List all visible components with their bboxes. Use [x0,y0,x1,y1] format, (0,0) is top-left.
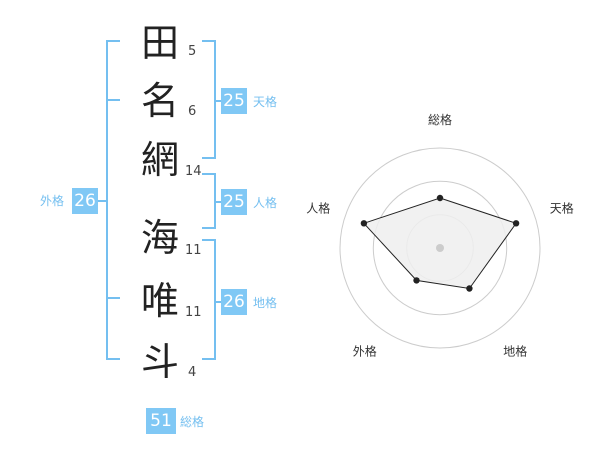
stroke-count-5: 11 [185,305,202,320]
soukaku-badge: 51 [146,408,176,434]
gaikaku-connector [96,200,106,202]
radar-axis-label-4: 外格 [353,344,377,359]
stroke-count-3: 14 [185,164,202,179]
radar-point-5 [360,220,368,227]
stroke-count-1: 5 [188,44,197,59]
name-char-2: 名 [140,79,179,123]
radar-area [363,197,517,290]
tenkaku-bracket [202,40,216,159]
radar-axis-label-1: 総格 [428,112,452,127]
radar-axis-label-3: 地格 [503,344,527,359]
gaikaku-badge: 26 [72,188,98,214]
name-char-6: 斗 [140,340,179,384]
radar-point-4 [413,277,420,284]
gaikaku-label: 外格 [40,194,65,208]
radar-point-1 [436,194,444,202]
radar-ring-3 [339,147,541,349]
stroke-count-6: 4 [188,365,197,380]
tenkaku-label: 天格 [253,95,278,109]
radar-point-3 [466,285,473,292]
stroke-count-2: 6 [188,104,197,119]
radar-axis-label-2: 天格 [550,200,574,215]
gaikaku-bracket [106,40,120,360]
jinkaku-badge: 25 [221,189,247,215]
radar-axis-label-5: 人格 [306,200,330,215]
name-char-5: 唯 [140,279,179,323]
radar-center-dot [436,244,444,252]
name-char-4: 海 [140,216,179,260]
jinkaku-bracket [202,173,216,229]
chikaku-connector [216,301,222,303]
radar-ring-2 [372,180,508,316]
gaikaku-bracket-tick-bottom [106,297,120,299]
jinkaku-connector [216,201,222,203]
jinkaku-label: 人格 [253,196,278,210]
tenkaku-badge: 25 [221,88,247,114]
chikaku-label: 地格 [253,296,278,310]
chikaku-badge: 26 [221,289,247,315]
tenkaku-connector [216,100,222,102]
gaikaku-bracket-tick-top [106,99,120,101]
name-char-1: 田 [140,21,179,65]
name-char-3: 網 [140,138,179,182]
soukaku-label: 総格 [180,415,205,429]
chikaku-bracket [202,239,216,360]
stroke-count-4: 11 [185,243,202,258]
radar-point-2 [512,220,520,227]
